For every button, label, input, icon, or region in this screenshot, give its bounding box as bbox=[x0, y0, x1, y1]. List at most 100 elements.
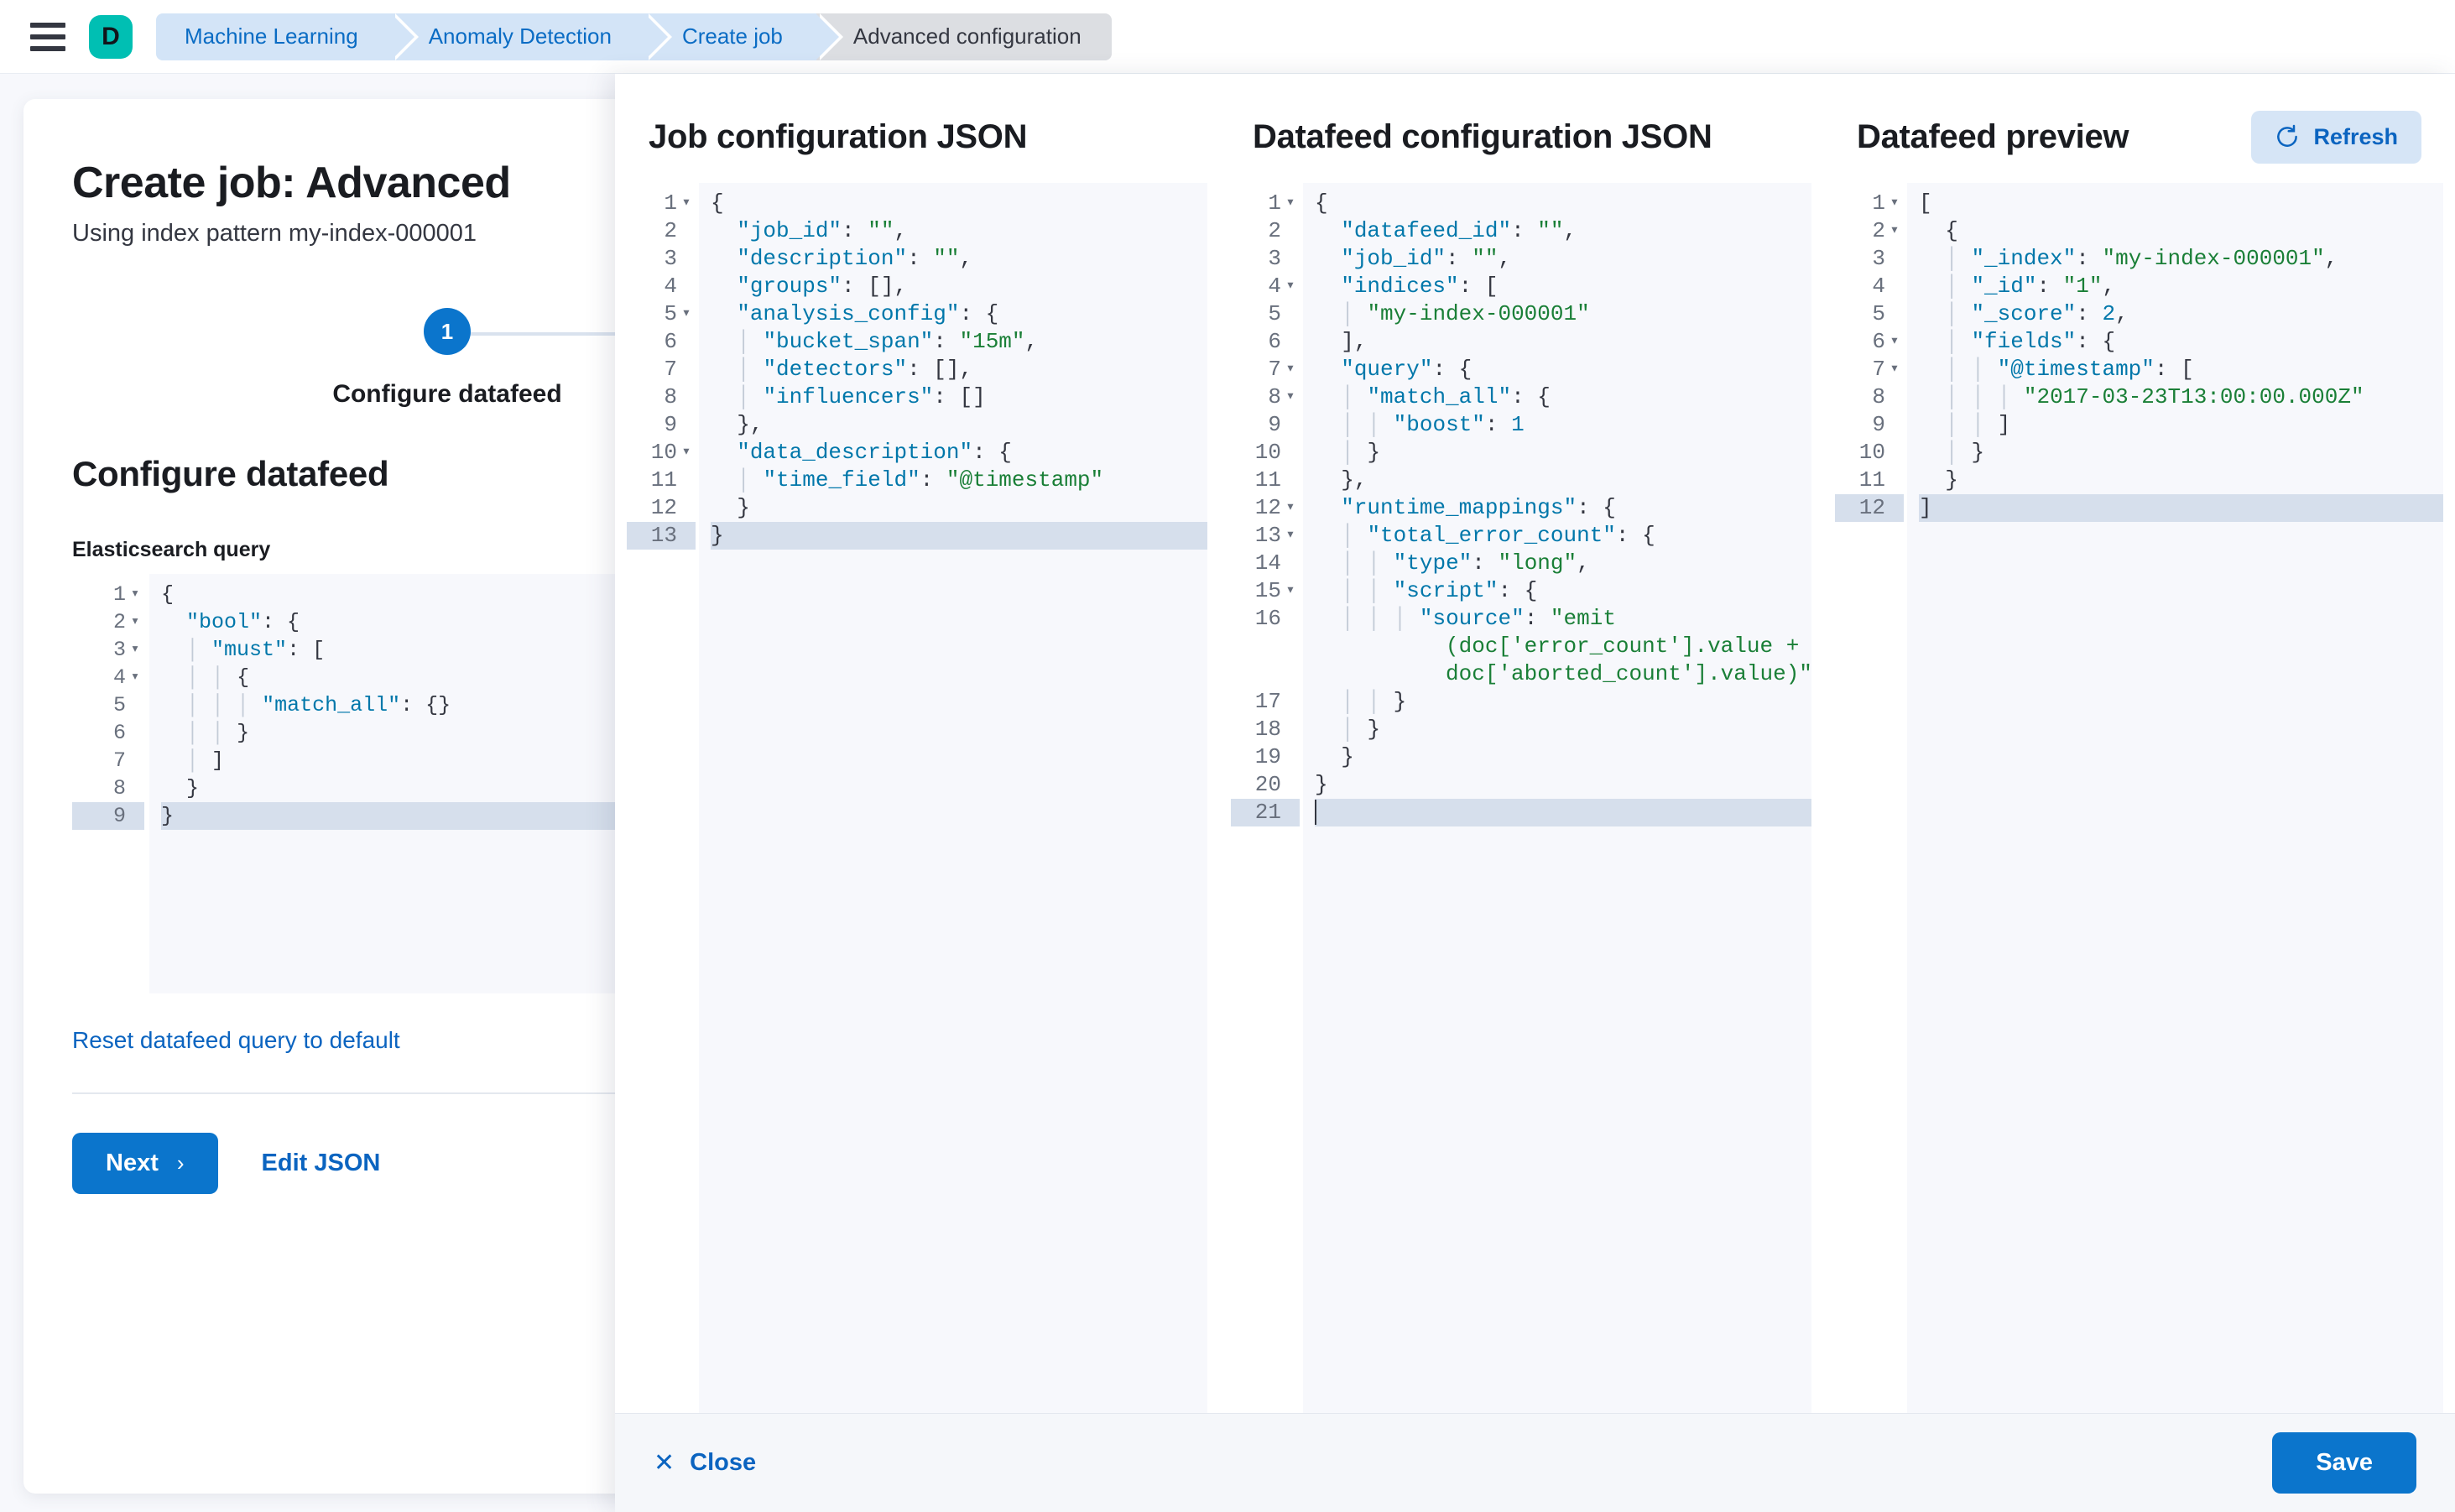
code-line[interactable]: ], bbox=[1341, 329, 1368, 354]
code-line[interactable]: │ "match_all": { bbox=[1341, 384, 1551, 409]
gutter-line: 2▾ bbox=[1872, 218, 1900, 243]
reset-datafeed-query-link[interactable]: Reset datafeed query to default bbox=[72, 1027, 400, 1053]
gutter-line: 8 bbox=[112, 776, 126, 800]
breadcrumb-item-2[interactable]: Anomaly Detection bbox=[391, 13, 673, 60]
code-line[interactable]: } bbox=[186, 776, 200, 800]
gutter-line: 3 bbox=[1268, 246, 1281, 271]
code-line[interactable]: │ ] bbox=[186, 748, 225, 773]
code-line[interactable]: │ } bbox=[1341, 717, 1381, 742]
code-line[interactable]: { bbox=[1945, 218, 1958, 243]
code-line[interactable]: ] bbox=[1919, 494, 2443, 522]
code-line[interactable]: "indices": [ bbox=[1341, 274, 1499, 299]
code-line[interactable]: } bbox=[1341, 744, 1354, 769]
code-line[interactable]: "groups": [], bbox=[737, 274, 908, 299]
gutter-line: 8 bbox=[1872, 384, 1885, 409]
save-button[interactable]: Save bbox=[2272, 1432, 2416, 1494]
next-button[interactable]: Next › bbox=[72, 1133, 218, 1194]
code-line[interactable]: }, bbox=[737, 412, 764, 437]
code-line[interactable]: │ "fields": { bbox=[1945, 329, 2116, 354]
hamburger-icon[interactable] bbox=[30, 22, 65, 51]
gutter-line: 10 bbox=[1858, 440, 1885, 465]
app-logo-badge[interactable]: D bbox=[89, 14, 133, 59]
code-line[interactable]: } bbox=[1315, 772, 1328, 797]
code-line[interactable] bbox=[1315, 799, 1811, 826]
editor-code-area[interactable]: { "job_id": "", "description": "", "grou… bbox=[699, 183, 1207, 1413]
code-line[interactable]: "description": "", bbox=[737, 246, 973, 271]
code-line[interactable]: "job_id": "", bbox=[737, 218, 908, 243]
code-line[interactable]: │ "must": [ bbox=[186, 638, 326, 662]
code-line[interactable]: │ "bucket_span": "15m", bbox=[737, 329, 1039, 354]
code-line[interactable]: "runtime_mappings": { bbox=[1341, 495, 1616, 520]
code-line[interactable]: { bbox=[161, 582, 175, 607]
code-line[interactable]: │ │ │ "source": "emit (doc['error_count'… bbox=[1341, 606, 1811, 686]
code-line[interactable]: "datafeed_id": "", bbox=[1341, 218, 1577, 243]
code-line[interactable]: "query": { bbox=[1341, 357, 1472, 382]
code-line[interactable]: │ │ } bbox=[1341, 689, 1407, 714]
gutter-line: 12 bbox=[650, 495, 677, 520]
gutter-line: 14 bbox=[1254, 550, 1281, 576]
code-line[interactable]: │ │ │ "2017-03-23T13:00:00.000Z" bbox=[1945, 384, 2364, 409]
step-indicator-1[interactable]: 1 bbox=[424, 308, 471, 355]
code-line[interactable]: │ │ "type": "long", bbox=[1341, 550, 1590, 576]
gutter-line: 7 bbox=[112, 748, 126, 773]
datafeed-configuration-header: Datafeed configuration JSON bbox=[1231, 111, 1811, 163]
gutter-line: 9 bbox=[664, 412, 677, 437]
editor-code-area[interactable]: { "datafeed_id": "", "job_id": "", "indi… bbox=[1303, 183, 1811, 1413]
code-line[interactable]: │ │ ] bbox=[1945, 412, 2011, 437]
code-line[interactable]: │ │ { bbox=[186, 665, 250, 690]
hamburger-bar bbox=[30, 45, 65, 51]
code-line[interactable]: │ │ "@timestamp": [ bbox=[1945, 357, 2194, 382]
code-line[interactable]: }, bbox=[1341, 467, 1368, 493]
code-line[interactable]: │ │ │ "match_all": {} bbox=[186, 693, 451, 717]
gutter-line: 15▾ bbox=[1254, 578, 1295, 603]
code-line[interactable]: │ "total_error_count": { bbox=[1341, 523, 1655, 548]
editor-code-area[interactable]: [ { │ "_index": "my-index-000001", │ "_i… bbox=[1907, 183, 2443, 1413]
code-line[interactable]: "data_description": { bbox=[737, 440, 1012, 465]
code-line[interactable]: { bbox=[1315, 190, 1328, 216]
code-line[interactable]: │ "_id": "1", bbox=[1945, 274, 2116, 299]
code-line[interactable]: │ │ } bbox=[186, 721, 250, 745]
code-line[interactable]: │ "time_field": "@timestamp" bbox=[737, 467, 1104, 493]
code-line[interactable]: │ "_index": "my-index-000001", bbox=[1945, 246, 2338, 271]
gutter-line: 8 bbox=[664, 384, 677, 409]
close-button[interactable]: ✕ Close bbox=[654, 1448, 756, 1478]
gutter-line: 12▾ bbox=[1254, 495, 1295, 520]
gutter-line: 8▾ bbox=[1268, 384, 1295, 409]
section-title: Configure datafeed bbox=[72, 454, 389, 493]
wizard-button-row: Next › Edit JSON bbox=[72, 1133, 822, 1194]
code-line[interactable]: │ │ "script": { bbox=[1341, 578, 1538, 603]
code-line[interactable]: [ bbox=[1919, 190, 1932, 216]
gutter-line: 6 bbox=[112, 721, 126, 745]
breadcrumb-item-3[interactable]: Create job bbox=[644, 13, 843, 60]
code-line[interactable]: │ "my-index-000001" bbox=[1341, 301, 1590, 326]
code-line[interactable]: │ "influencers": [] bbox=[737, 384, 986, 409]
step-label: Configure datafeed bbox=[332, 380, 562, 408]
close-button-label: Close bbox=[690, 1449, 757, 1476]
code-line[interactable]: "analysis_config": { bbox=[737, 301, 999, 326]
code-line[interactable]: │ │ "boost": 1 bbox=[1341, 412, 1525, 437]
code-line[interactable]: │ } bbox=[1341, 440, 1381, 465]
datafeed-configuration-title: Datafeed configuration JSON bbox=[1253, 117, 1712, 155]
code-line[interactable]: } bbox=[711, 522, 1207, 550]
gutter-line: 2▾ bbox=[112, 610, 140, 634]
code-line[interactable]: "job_id": "", bbox=[1341, 246, 1512, 271]
divider bbox=[72, 1092, 822, 1094]
gutter-line: 5 bbox=[1872, 301, 1885, 326]
refresh-button[interactable]: Refresh bbox=[2251, 110, 2421, 164]
code-line[interactable]: } bbox=[737, 495, 750, 520]
breadcrumb-item-4[interactable]: Advanced configuration bbox=[816, 13, 1112, 60]
code-line[interactable]: │ } bbox=[1945, 440, 1985, 465]
code-line[interactable]: } bbox=[1945, 467, 1958, 493]
code-line[interactable]: "bool": { bbox=[186, 610, 300, 634]
breadcrumb-item-1[interactable]: Machine Learning bbox=[156, 13, 419, 60]
code-line[interactable]: │ "detectors": [], bbox=[737, 357, 973, 382]
gutter-line: 18 bbox=[1254, 717, 1281, 742]
edit-json-button[interactable]: Edit JSON bbox=[261, 1150, 381, 1176]
code-line[interactable]: │ "_score": 2, bbox=[1945, 301, 2129, 326]
code-line[interactable]: { bbox=[711, 190, 724, 216]
